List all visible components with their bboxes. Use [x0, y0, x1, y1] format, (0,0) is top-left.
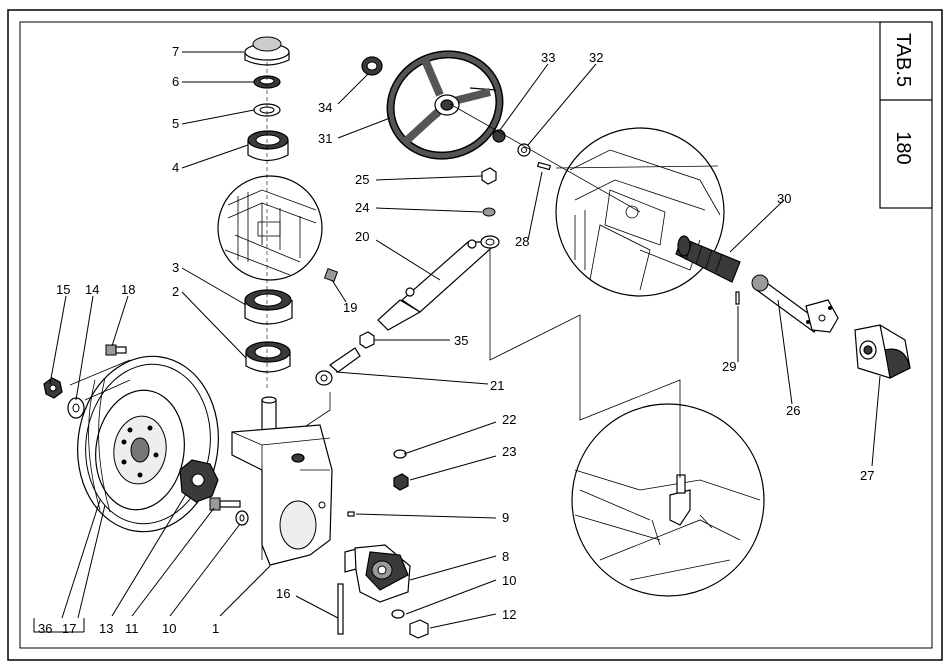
- inner-frame: [19, 21, 933, 649]
- page-number: 180: [892, 131, 914, 164]
- callout-19: 19: [343, 300, 357, 315]
- steering-column-26: [751, 274, 839, 333]
- spindle-bracket-1: [231, 396, 333, 566]
- pin-29: [735, 291, 740, 305]
- key-9: [347, 511, 355, 517]
- callout-35: 35: [454, 333, 468, 348]
- callout-6: 6: [172, 74, 179, 89]
- callout-18: 18: [121, 282, 135, 297]
- bellows-30: [675, 235, 741, 283]
- callout-20: 20: [355, 229, 369, 244]
- callout-22: 22: [502, 412, 516, 427]
- callout-13: 13: [99, 621, 113, 636]
- callout-33: 33: [541, 50, 555, 65]
- callout-9: 9: [502, 510, 509, 525]
- callout-17: 17: [62, 621, 76, 636]
- bolt-12: [409, 619, 429, 639]
- callout-10-motor: 10: [502, 573, 516, 588]
- hydraulic-motor-8: [344, 544, 411, 603]
- outer-frame: [7, 9, 943, 661]
- steering-cap-34: [361, 56, 383, 76]
- washer-14: [67, 397, 85, 419]
- wheel-nut-15: [43, 377, 63, 399]
- tab-label: TAB.5: [892, 33, 914, 87]
- grease-fitting-19: [323, 267, 339, 283]
- nut-25: [481, 167, 497, 185]
- callout-36: 36: [38, 621, 52, 636]
- callout-21: 21: [490, 378, 504, 393]
- steering-axis: [449, 103, 641, 213]
- callout-15: 15: [56, 282, 70, 297]
- callout-labels: 7 6 5 4 3 2 15 14 18 34 31 33 32 25 24 2…: [38, 44, 874, 636]
- rod-end-21: [315, 347, 361, 386]
- hub-13: [179, 459, 219, 503]
- callout-2: 2: [172, 284, 179, 299]
- callout-29: 29: [722, 359, 736, 374]
- callout-10-hub: 10: [162, 621, 176, 636]
- callout-32: 32: [589, 50, 603, 65]
- washer-22: [393, 449, 407, 459]
- callout-8: 8: [502, 549, 509, 564]
- callout-3: 3: [172, 260, 179, 275]
- callout-28: 28: [515, 234, 529, 249]
- steering-wheel-31: [386, 50, 504, 160]
- callout-7: 7: [172, 44, 179, 59]
- callout-12: 12: [502, 607, 516, 622]
- callout-25: 25: [355, 172, 369, 187]
- kingpin-bearing-stack: [244, 36, 293, 390]
- bolt-leader-lines: [69, 359, 131, 401]
- callout-14: 14: [85, 282, 99, 297]
- callout-30: 30: [777, 191, 791, 206]
- callout-16: 16: [276, 586, 290, 601]
- callout-24: 24: [355, 200, 369, 215]
- callout-11: 11: [125, 621, 139, 636]
- washer-10-motor: [391, 609, 405, 619]
- detail-circle-linkage: [571, 403, 765, 597]
- bolt-11: [209, 497, 241, 511]
- callout-23: 23: [502, 444, 516, 459]
- steering-cylinder-20: [377, 235, 500, 331]
- washer-10: [235, 510, 249, 526]
- key-28: [536, 161, 552, 171]
- tab-box: TAB.5 180: [879, 21, 933, 209]
- connector-zigzag-1: [489, 250, 681, 478]
- washer-32: [517, 143, 531, 157]
- callout-34: 34: [318, 100, 332, 115]
- connector-21: [299, 392, 331, 431]
- callout-27: 27: [860, 468, 874, 483]
- callout-31: 31: [318, 131, 332, 146]
- callout-leaders: [33, 51, 881, 633]
- detail-circle-frame: [217, 175, 323, 281]
- nut-23: [393, 473, 409, 491]
- pin-16: [337, 583, 344, 635]
- nut-35: [359, 331, 375, 349]
- callout-26: 26: [786, 403, 800, 418]
- callout-1: 1: [212, 621, 219, 636]
- nut-33: [492, 129, 506, 143]
- callout-5: 5: [172, 116, 179, 131]
- washer-24: [482, 207, 496, 217]
- bolt-18: [105, 344, 127, 356]
- steering-unit-27: [854, 324, 911, 379]
- callout-4: 4: [172, 160, 179, 175]
